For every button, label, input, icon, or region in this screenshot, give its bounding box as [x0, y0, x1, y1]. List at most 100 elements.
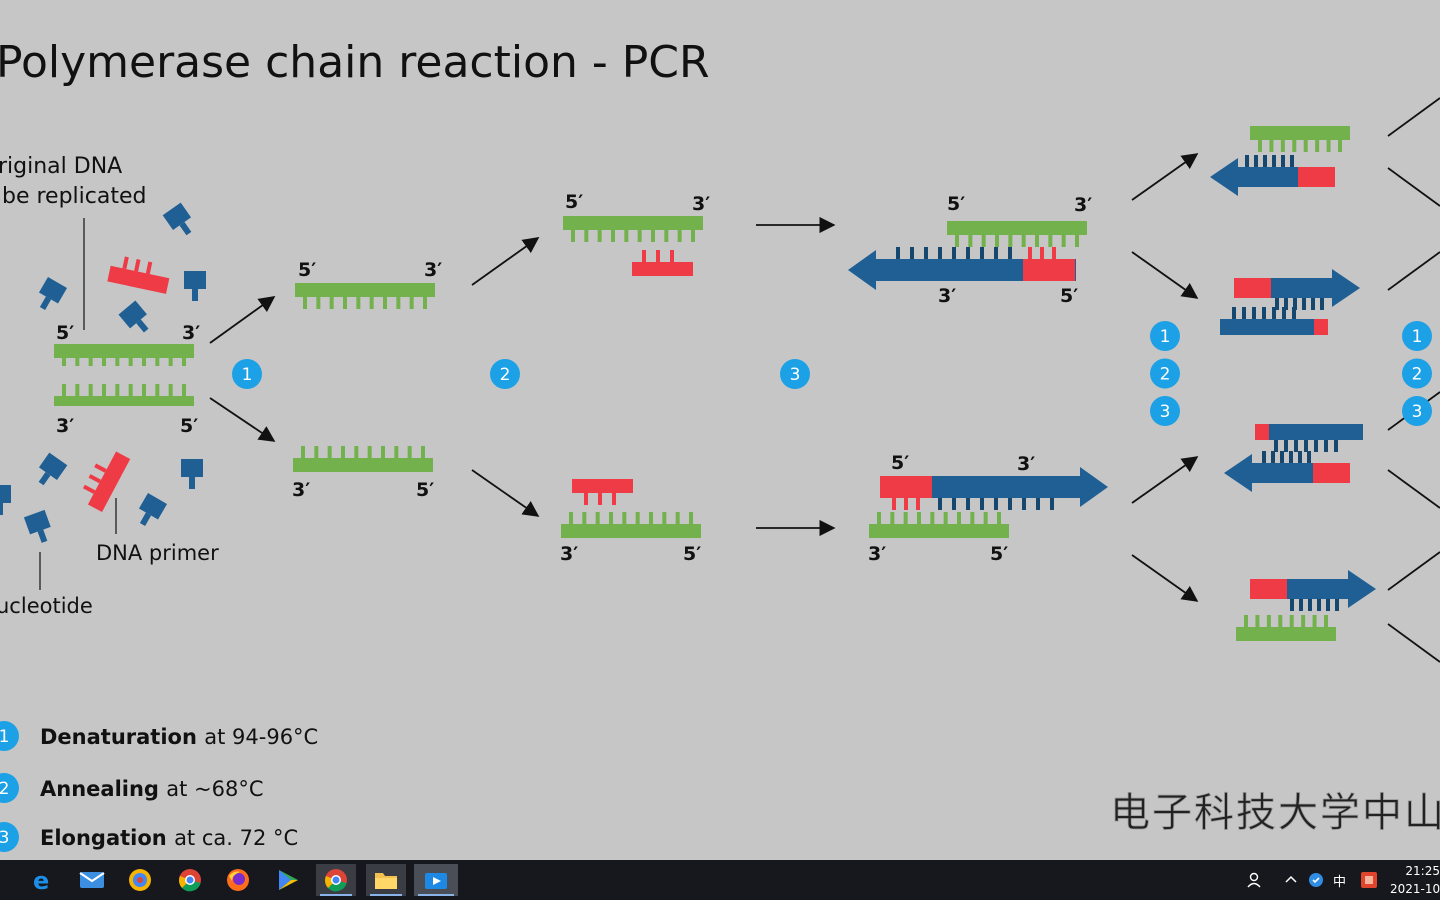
arrow-denature-down [209, 397, 276, 442]
media-player-icon[interactable] [414, 864, 458, 896]
product-3-top-bases-tooth [1284, 440, 1288, 452]
original-top-strand-base [168, 354, 173, 366]
system-clock[interactable]: 21:25 2021-10 [1390, 862, 1440, 898]
legend-step-name: Elongation [40, 826, 174, 850]
edge-badge-2-circle [1402, 358, 1432, 389]
product-1-template-base [1292, 140, 1297, 152]
annealed-top-3: 3′ [692, 193, 710, 215]
separated-bottom-strand-base [367, 446, 372, 458]
elongation-bottom-primer [880, 476, 932, 498]
elongation-top-new-bases-tooth [910, 247, 914, 259]
arrow-cycle-4 [1131, 554, 1199, 602]
presentation-slide: Polymerase chain reaction - PCR riginal … [0, 37, 1440, 852]
annealed-top-template-base [637, 230, 642, 242]
product-4-template-base [1278, 615, 1283, 627]
product-4-new-bases-tooth [1326, 599, 1330, 611]
product-3-new-bases-tooth [1280, 451, 1284, 463]
elongation-top-template-base [1061, 235, 1066, 247]
product-4-new-bases-tooth [1335, 599, 1339, 611]
product-1-new-bases [1245, 155, 1294, 167]
file-explorer-icon[interactable] [366, 864, 406, 896]
nucleotide-3-base [136, 319, 149, 333]
product-4-template-backbone [1236, 627, 1336, 641]
elongation-top-template-base [995, 235, 999, 247]
annealed-bottom-primer [572, 479, 633, 493]
annealed-top-template-backbone [563, 216, 703, 230]
product-1-template-base [1258, 140, 1262, 152]
product-2-new-bases-tooth [1293, 298, 1297, 310]
annealed-top-template-base [611, 230, 615, 242]
product-3-top-bases-tooth [1314, 440, 1318, 452]
elongation-top-template-base [955, 235, 959, 247]
arrow-cycle-3 [1131, 456, 1199, 504]
photos-icon[interactable] [120, 864, 160, 896]
elongation-bottom-template-base [983, 512, 988, 524]
annealed-bottom-template [561, 512, 701, 538]
chrome-icon-2[interactable] [316, 864, 356, 896]
chrome-icon[interactable] [170, 864, 210, 896]
original-top-5: 5′ [56, 322, 74, 344]
elongation-bottom-primer-bases-tooth [904, 498, 908, 510]
edge-badge-3: 3 [1402, 396, 1432, 426]
product-2-template-bases-tooth [1232, 307, 1236, 319]
elongation-top-primer-bases-tooth [1052, 247, 1056, 259]
original-top-strand [54, 344, 194, 366]
app-tray-icon[interactable] [1360, 860, 1378, 900]
product-3-new-bases-tooth [1298, 451, 1302, 463]
separated-bottom-strand-backbone [293, 458, 433, 472]
original-bottom-strand [54, 384, 194, 406]
security-icon[interactable] [1308, 860, 1324, 900]
elongation-bottom-template [869, 512, 1009, 538]
separated-top-strand-backbone [295, 283, 435, 297]
separated-bottom-strand-base [421, 446, 425, 458]
edge-badge-2: 2 [1402, 358, 1432, 389]
elongation-bottom-template-base [877, 512, 881, 524]
elongation-top-template-base [981, 235, 986, 247]
annealed-bottom-template-base [622, 512, 627, 524]
people-icon[interactable] [1246, 860, 1264, 900]
elongation-top-primer-bases [1028, 247, 1056, 259]
elongation-bottom-primer-bases [892, 498, 920, 510]
elongation-bottom-new-bases [938, 498, 1054, 510]
original-top-strand-base [155, 354, 160, 366]
separated-top-strand [295, 283, 435, 309]
play-icon[interactable] [268, 864, 308, 896]
nucleotide-2-base [39, 296, 52, 310]
original-bottom-strand-base [115, 384, 120, 396]
separated-top-strand-base [409, 297, 414, 309]
edge-icon[interactable]: e [22, 864, 62, 896]
annealed-top-template [563, 216, 703, 242]
original-top-strand-fill [54, 354, 194, 358]
step-badge-1: 1 [232, 359, 262, 389]
product-4-new-bases-tooth [1317, 599, 1321, 611]
product-4-template-base [1255, 615, 1260, 627]
product-2-new-bases-tooth [1302, 298, 1306, 310]
elongation-bottom-template-base [917, 512, 921, 524]
annealed-bottom-template-base [609, 512, 613, 524]
elongation-bottom-t5: 5′ [990, 543, 1008, 565]
original-top-strand-base [128, 354, 133, 366]
mail-icon[interactable] [72, 864, 112, 896]
product-2-template-primer [1314, 319, 1328, 335]
elongation-bottom-template-base [997, 512, 1001, 524]
elongation-top-new-bases-tooth [938, 247, 942, 259]
repeat-badge-1-number: 1 [1160, 327, 1171, 347]
edge-line-1 [1387, 97, 1440, 137]
watermark: 电子科技大学中山 [1110, 790, 1440, 836]
product-4-new-bases-tooth [1290, 599, 1294, 611]
chevron-up-icon[interactable] [1284, 860, 1298, 900]
repeat-badge-3-circle [1150, 396, 1180, 426]
nucleotide-7-base [139, 512, 152, 526]
annealed-top-template-base [664, 230, 669, 242]
edge-line-6 [1387, 551, 1440, 591]
ime-indicator[interactable]: 中 [1333, 874, 1347, 890]
windows-taskbar: e 中 21:25 2021-10 [0, 860, 1440, 900]
elongation-bottom-t3: 3′ [868, 543, 886, 565]
original-top-strand-base [88, 354, 93, 366]
product-1-new-bases-tooth [1254, 155, 1258, 167]
product-2-new-bases-tooth [1275, 298, 1279, 310]
product-3-new-bases [1262, 451, 1311, 463]
firefox-icon[interactable] [218, 864, 258, 896]
elongation-bottom-3: 3′ [1017, 453, 1035, 475]
annealed-bottom-template-base [635, 512, 640, 524]
